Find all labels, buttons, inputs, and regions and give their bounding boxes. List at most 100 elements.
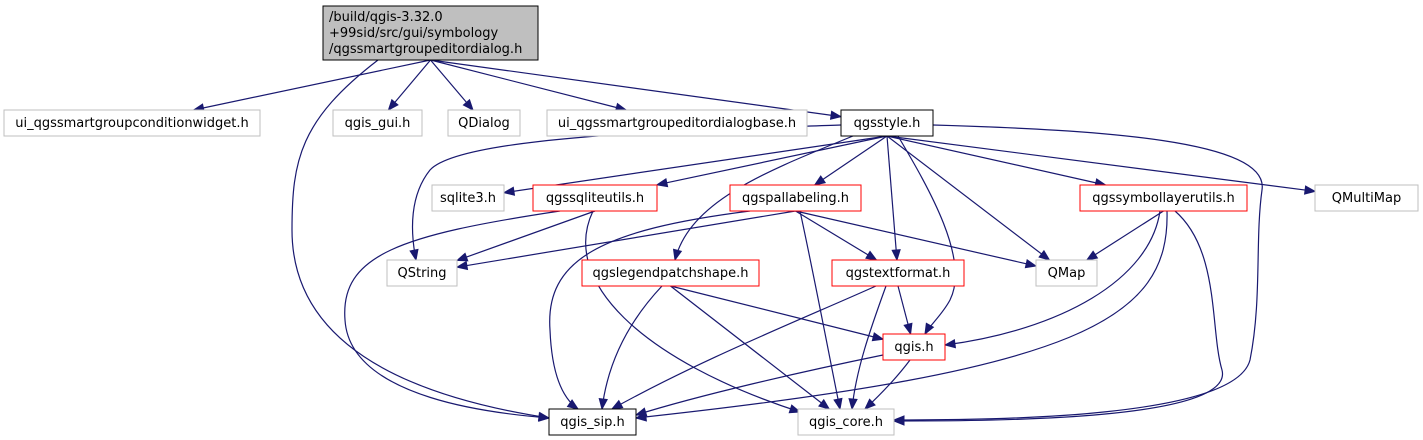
node-symlayerutils[interactable]: qgssymbollayerutils.h <box>1079 184 1248 212</box>
edge-qgis-to-qgis_sip <box>634 354 884 417</box>
arrowhead <box>655 178 669 188</box>
arrowhead <box>924 322 935 336</box>
arrowhead <box>1085 250 1099 261</box>
arrowhead <box>891 249 901 262</box>
node-label: qgis_core.h <box>809 415 883 430</box>
node-box <box>546 109 808 137</box>
node-qmultimap[interactable]: QMultiMap <box>1314 184 1419 212</box>
node-box <box>431 184 505 212</box>
node-box <box>840 109 934 137</box>
arrowhead <box>864 398 876 410</box>
node-label: /build/qgis-3.32.0 <box>329 10 443 25</box>
arrowhead <box>462 98 474 112</box>
edge-sqliteutils-to-qgis_core <box>585 210 802 414</box>
node-box <box>1035 259 1098 287</box>
edge-qgsstyle-to-qmultimap <box>886 135 1317 195</box>
node-sqliteutils[interactable]: qgssqliteutils.h <box>532 184 658 212</box>
node-root[interactable]: /build/qgis-3.32.0+99sid/src/gui/symbolo… <box>322 5 539 61</box>
arrowhead <box>538 412 551 422</box>
node-box <box>447 109 521 137</box>
edge-qgsstyle-to-textformat <box>886 135 901 262</box>
arrowhead <box>610 399 624 410</box>
node-pallabeling[interactable]: qgspallabeling.h <box>729 184 862 212</box>
arrowhead <box>502 186 516 196</box>
node-qstring[interactable]: QString <box>386 259 458 287</box>
node-box <box>532 184 658 212</box>
edge-root-to-qdialog <box>430 59 474 112</box>
arrowhead <box>813 175 827 186</box>
arrowhead <box>455 252 469 262</box>
arrowhead <box>818 398 831 410</box>
edge-legendpatch-to-qgis <box>670 285 885 342</box>
edge-sqliteutils-to-qgis_sip <box>344 210 561 422</box>
edge-symlayerutils-to-qgis_core <box>892 210 1223 426</box>
edge-textformat-to-qgis_core <box>848 285 887 411</box>
node-label: +99sid/src/gui/symbology <box>329 26 498 41</box>
node-qgis[interactable]: qgis.h <box>882 333 946 361</box>
node-qgis_sip[interactable]: qgis_sip.h <box>548 408 637 436</box>
edge-qgsstyle-to-sqliteutils <box>655 135 888 188</box>
arrowhead <box>892 416 905 426</box>
arrowhead <box>943 338 957 349</box>
node-label: qgsstyle.h <box>854 116 921 131</box>
node-ui_cond[interactable]: ui_qgssmartgroupconditionwidget.h <box>3 109 261 137</box>
arrowhead <box>1024 259 1038 269</box>
edge-root-to-ui_base <box>430 59 628 112</box>
arrowhead <box>848 398 858 411</box>
node-box <box>1314 184 1419 212</box>
node-sqlite3[interactable]: sqlite3.h <box>431 184 505 212</box>
graph-edges <box>192 59 1317 426</box>
node-box <box>1079 184 1248 212</box>
edge-legendpatch-to-qgis_core <box>670 285 831 410</box>
node-label: QString <box>397 266 446 281</box>
edge-qgsstyle-to-sqlite3 <box>502 135 888 196</box>
node-box <box>322 5 539 61</box>
edge-pallabeling-to-qstring <box>455 210 796 271</box>
arrowhead <box>903 322 913 336</box>
edge-pallabeling-to-qmap <box>795 210 1038 269</box>
edge-sqliteutils-to-qstring <box>455 210 596 262</box>
edge-pallabeling-to-textformat <box>795 210 878 261</box>
edge-textformat-to-qgis_sip <box>610 285 877 410</box>
node-box <box>386 259 458 287</box>
node-label: qgis.h <box>894 340 933 355</box>
node-label: sqlite3.h <box>440 191 496 206</box>
edge-qgsstyle-to-qmap <box>886 135 1051 261</box>
node-qmap[interactable]: QMap <box>1035 259 1098 287</box>
arrowhead <box>387 98 399 112</box>
arrowhead <box>1303 185 1317 195</box>
arrowhead <box>566 399 580 410</box>
edge-qgsstyle-to-pallabeling <box>813 135 888 186</box>
node-qgis_core[interactable]: qgis_core.h <box>797 408 895 436</box>
node-box <box>332 109 423 137</box>
node-label: qgssqliteutils.h <box>546 191 644 206</box>
node-textformat[interactable]: qgstextformat.h <box>831 259 965 287</box>
node-label: ui_qgssmartgroupconditionwidget.h <box>15 116 249 131</box>
edge-qgis-to-qgis_core <box>864 359 911 410</box>
arrowhead <box>1038 249 1051 261</box>
node-label: qgssymbollayerutils.h <box>1092 191 1235 206</box>
node-box <box>831 259 965 287</box>
node-qgis_gui[interactable]: qgis_gui.h <box>332 109 423 137</box>
node-label: ui_qgssmartgroupeditordialogbase.h <box>558 116 796 131</box>
edge-pallabeling-to-qgis_core <box>799 210 843 411</box>
node-legendpatch[interactable]: qgslegendpatchshape.h <box>581 259 760 287</box>
edge-textformat-to-qgis <box>897 285 913 336</box>
node-qgsstyle[interactable]: qgsstyle.h <box>840 109 934 137</box>
node-qdialog[interactable]: QDialog <box>447 109 521 137</box>
edge-symlayerutils-to-qgis <box>943 210 1161 349</box>
node-box <box>548 408 637 436</box>
arrowhead <box>833 397 843 411</box>
node-box <box>797 408 895 436</box>
node-label: QDialog <box>458 116 510 131</box>
node-ui_base[interactable]: ui_qgssmartgroupeditordialogbase.h <box>546 109 808 137</box>
node-box <box>882 333 946 361</box>
node-label: qgis_gui.h <box>345 116 411 131</box>
node-label: qgslegendpatchshape.h <box>593 266 749 281</box>
node-box <box>729 184 862 212</box>
arrowhead <box>634 407 648 417</box>
arrowhead <box>865 250 878 261</box>
node-box <box>581 259 760 287</box>
arrowhead <box>598 398 608 411</box>
